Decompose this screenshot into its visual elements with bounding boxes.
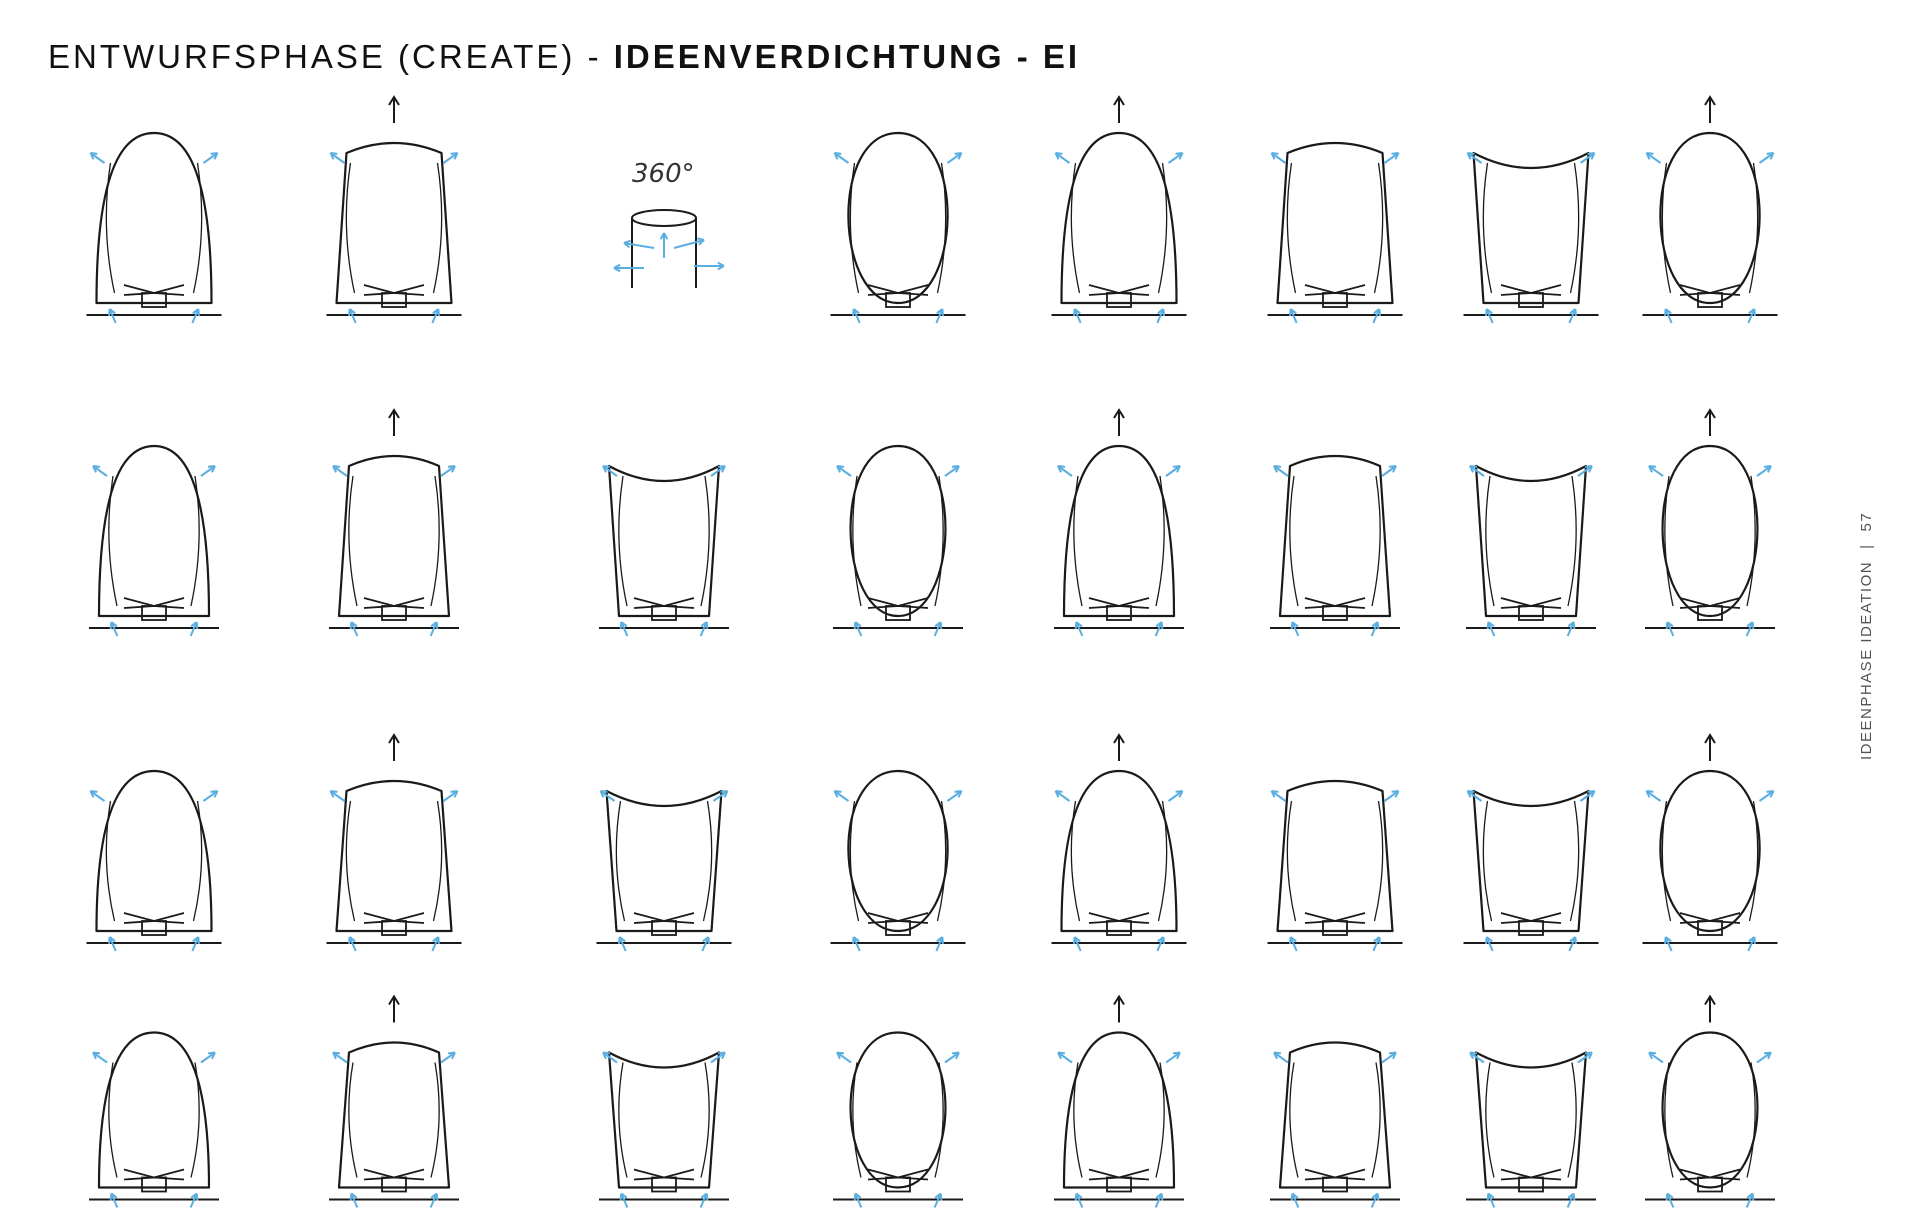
egg-sketch <box>1463 789 1599 952</box>
egg-sketch <box>599 1051 729 1208</box>
egg-sketch <box>1270 1041 1400 1208</box>
egg-sketch <box>1054 408 1184 637</box>
egg-sketch <box>1051 95 1187 324</box>
title-prefix: ENTWURFSPHASE (CREATE) - <box>48 38 614 75</box>
egg-sketch <box>830 131 966 324</box>
egg-sketch <box>1466 464 1596 637</box>
title-bold: IDEENVERDICHTUNG - EI <box>613 38 1081 75</box>
rotation-label: 360° <box>632 159 695 189</box>
egg-sketch <box>326 733 462 952</box>
egg-sketch <box>329 408 459 637</box>
egg-sketch <box>89 1031 219 1208</box>
egg-sketch <box>1267 779 1403 952</box>
page-title: ENTWURFSPHASE (CREATE) - IDEENVERDICHTUN… <box>48 38 1080 76</box>
egg-sketch <box>1642 733 1778 952</box>
egg-sketch <box>86 131 222 324</box>
egg-sketch <box>1466 1051 1596 1208</box>
egg-sketch <box>1642 95 1778 324</box>
egg-sketch <box>1270 454 1400 637</box>
egg-sketch <box>326 95 462 324</box>
egg-sketch <box>596 789 732 952</box>
egg-sketch <box>833 1031 963 1208</box>
egg-sketch <box>86 769 222 952</box>
egg-sketch <box>329 994 459 1208</box>
egg-sketch <box>1645 994 1775 1208</box>
egg-sketch <box>1463 151 1599 324</box>
egg-sketch <box>89 444 219 637</box>
rotation-sketch <box>613 209 725 288</box>
egg-sketch <box>1267 141 1403 324</box>
egg-sketch <box>1051 733 1187 952</box>
egg-sketch <box>599 464 729 637</box>
egg-sketch <box>830 769 966 952</box>
egg-sketch <box>833 444 963 637</box>
egg-sketch <box>1054 994 1184 1208</box>
egg-sketch <box>1645 408 1775 637</box>
